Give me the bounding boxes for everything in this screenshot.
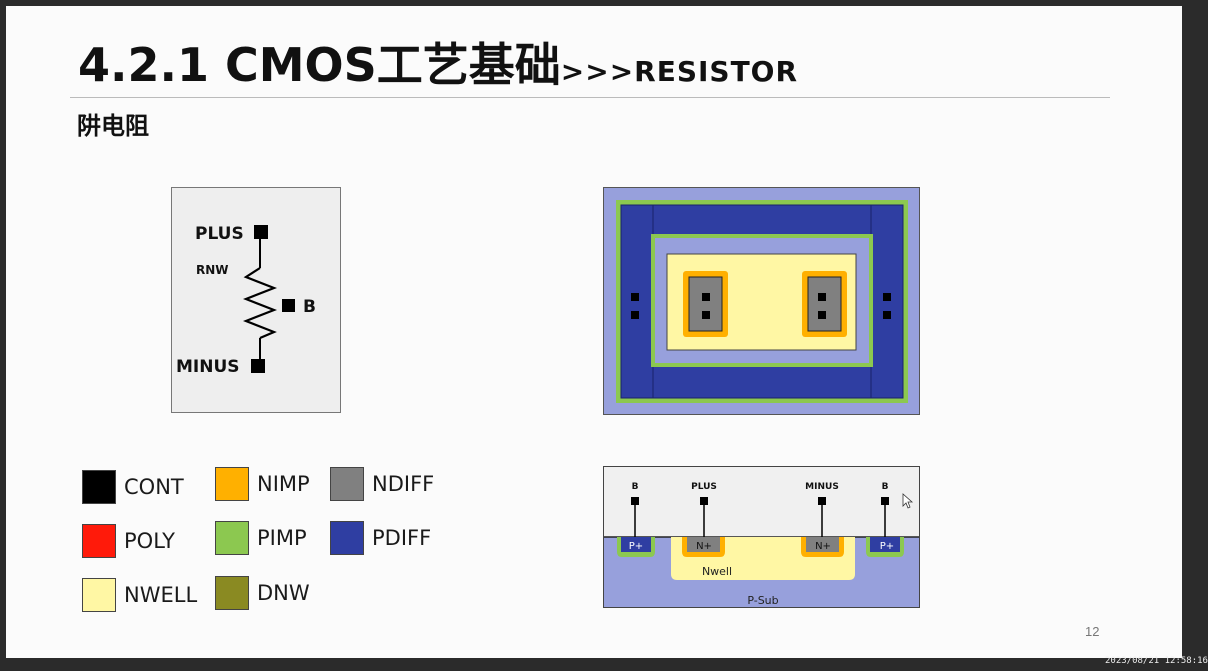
title-suffix: >>>RESISTOR [560,55,799,88]
layout-top-view [603,187,920,415]
resistor-schematic: PLUS RNW B MINUS [171,187,341,413]
legend-item-pimp: PIMP [215,521,307,555]
region-label: N+ [696,541,712,552]
ndiff-right [806,537,839,552]
title-divider [70,97,1110,98]
terminal-label: B [882,482,889,492]
legend-swatch [330,467,364,501]
legend-item-dnw: DNW [215,576,310,610]
legend-label: PIMP [257,526,307,550]
pdiff-right [870,537,900,552]
legend-label: POLY [124,529,175,553]
ndiff-left [687,537,720,552]
legend-swatch [82,470,116,504]
plus-terminal [254,225,268,239]
psub-label: P-Sub [747,594,778,607]
mouse-cursor-icon [902,493,914,509]
pdiff-left [621,537,651,552]
plus-label: PLUS [195,224,244,244]
region-label: P+ [629,541,643,552]
minus-terminal [251,359,265,373]
nwell-label: Nwell [702,565,732,578]
contact [702,311,710,319]
page-title: 4.2.1 CMOS工艺基础>>>RESISTOR [78,42,798,88]
page-number: 12 [1085,624,1100,639]
contact [818,293,826,301]
terminal-label: PLUS [691,482,717,492]
legend-item-nwell: NWELL [82,578,197,612]
terminal-square [700,497,708,505]
legend-label: PDIFF [372,526,432,550]
legend-swatch [82,578,116,612]
resistor-label: RNW [196,263,229,277]
contact [631,293,639,301]
ndiff-right [807,276,842,332]
legend-swatch [330,521,364,555]
cross-section-view: P-Sub Nwell P+ N+ N+ P+ B PLUS MINUS B [603,466,920,608]
bulk-terminal [282,299,295,312]
title-main: 4.2.1 CMOS工艺基础 [78,38,561,92]
terminal-square [631,497,639,505]
terminal-label: MINUS [805,482,839,492]
terminal-square [881,497,889,505]
legend-label: NDIFF [372,472,435,496]
contact [702,293,710,301]
bulk-label: B [303,297,316,317]
legend-item-poly: POLY [82,524,175,558]
legend-label: NWELL [124,583,198,607]
terminal-label: B [632,482,639,492]
section-subtitle: 阱电阻 [77,112,149,140]
legend-item-ndiff: NDIFF [330,467,434,501]
region-label: N+ [815,541,831,552]
contact [631,311,639,319]
contact [883,293,891,301]
legend-label: NIMP [257,472,310,496]
legend-swatch [215,467,249,501]
legend-item-pdiff: PDIFF [330,521,431,555]
legend-swatch [82,524,116,558]
legend-item-cont: CONT [82,470,184,504]
ndiff-left [688,276,723,332]
resistor-zigzag [242,267,278,340]
legend-swatch [215,521,249,555]
region-label: P+ [880,541,894,552]
legend-label: CONT [124,475,184,499]
minus-label: MINUS [176,357,240,377]
terminal-square [818,497,826,505]
schematic-drawing: PLUS RNW B MINUS [176,224,316,377]
legend-item-nimp: NIMP [215,467,310,501]
legend-swatch [215,576,249,610]
contact [818,311,826,319]
contact [883,311,891,319]
legend-label: DNW [257,581,310,605]
timestamp: 2023/08/21 12:58:16 [1105,656,1208,666]
